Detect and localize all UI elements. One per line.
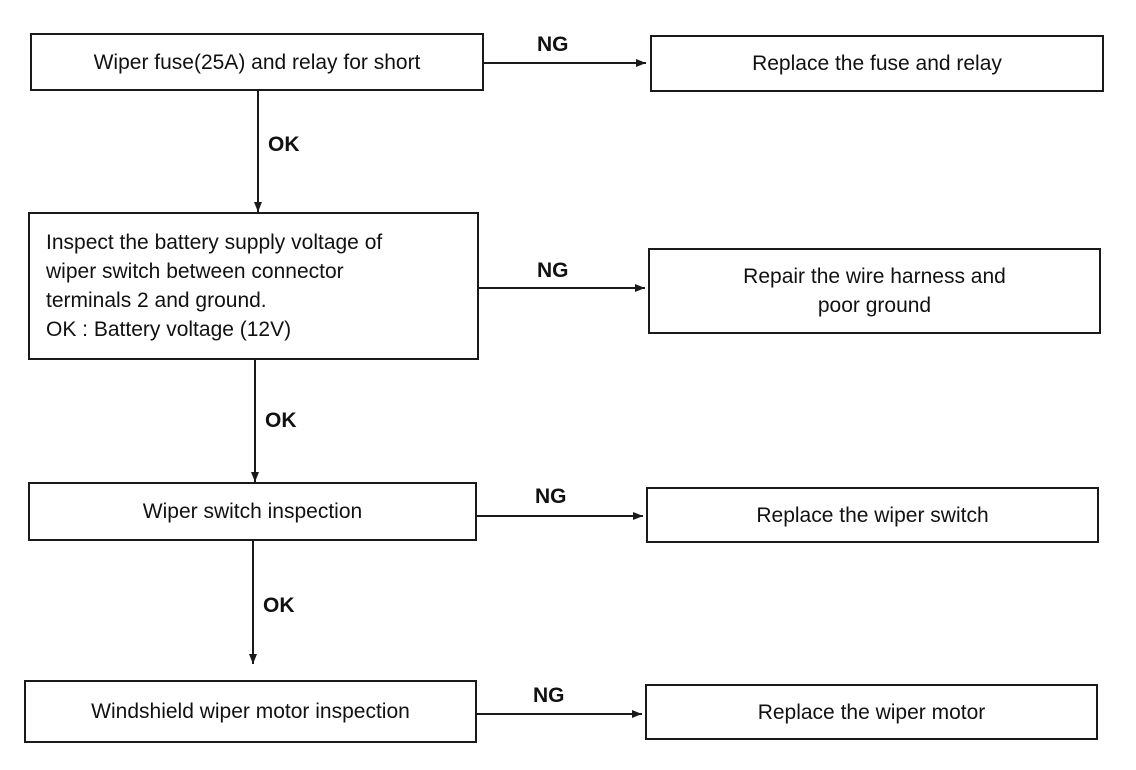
fix-box-wire-harness: Repair the wire harness and poor ground: [648, 248, 1101, 334]
ng-label-3: NG: [535, 485, 567, 508]
fix-text-1: Replace the fuse and relay: [752, 52, 1002, 75]
check-box-fuse-relay: Wiper fuse(25A) and relay for short: [30, 33, 484, 91]
ng-label-1: NG: [537, 33, 569, 56]
check-text-2: Inspect the battery supply voltage of wi…: [46, 231, 383, 341]
ng-label-2: NG: [537, 259, 569, 282]
check-text-3: Wiper switch inspection: [142, 500, 363, 523]
ng-label-4: NG: [533, 684, 565, 707]
fix-box-wiper-motor: Replace the wiper motor: [645, 684, 1098, 740]
fix-text-2: Repair the wire harness and poor ground: [743, 265, 1006, 317]
ok-label-1: OK: [268, 133, 300, 156]
fix-box-fuse-relay: Replace the fuse and relay: [650, 35, 1104, 92]
check-box-wiper-motor: Windshield wiper motor inspection: [24, 680, 477, 743]
check-box-wiper-switch: Wiper switch inspection: [28, 482, 477, 541]
ok-label-3: OK: [263, 594, 295, 617]
check-box-battery-voltage: Inspect the battery supply voltage of wi…: [28, 212, 479, 360]
fix-text-3: Replace the wiper switch: [756, 503, 989, 527]
check-text-4: Windshield wiper motor inspection: [91, 700, 410, 723]
check-text-1: Wiper fuse(25A) and relay for short: [93, 50, 421, 74]
ok-label-2: OK: [265, 409, 297, 432]
fix-box-wiper-switch: Replace the wiper switch: [646, 487, 1099, 543]
fix-text-4: Replace the wiper motor: [757, 700, 986, 724]
